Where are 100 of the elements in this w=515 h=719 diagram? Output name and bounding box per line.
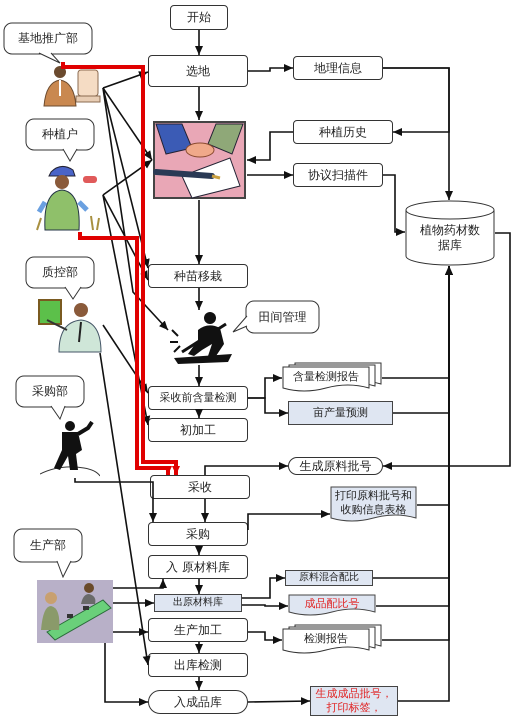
document-shape [330,486,417,524]
arrow [78,232,172,475]
process-box [293,56,383,80]
node-label: 打印原料批号和收购信息表格 [334,489,413,516]
arrow [102,159,152,196]
node-label: 采购 [186,526,210,542]
arrow [195,30,203,55]
arrow [102,88,153,160]
node-label: 出原材料库 [173,596,223,610]
arrow [102,71,148,89]
node-label: 入 原材料库 [166,560,230,574]
node-label: 地理信息 [314,60,362,76]
arrow [247,510,330,530]
person-silhouette-drawing [40,420,100,478]
arrow [248,64,293,72]
arrow [242,602,288,610]
arrow [195,200,203,264]
node-label: 含量检测报告 [293,370,359,384]
speech-bubble [25,256,95,300]
arrow [204,462,288,475]
arrow [74,478,157,522]
node-label: 基地推广部 [18,31,78,46]
node-label: 种苗移栽 [174,268,222,284]
node-label: 质控部 [42,265,78,280]
arrow [99,352,151,666]
arrow [102,88,150,268]
node-label: 选地 [186,64,210,78]
arrow [195,365,203,386]
arrow [242,574,285,599]
arrow [195,642,203,653]
speech-bubble [15,375,85,420]
node-label: 生成原料批号 [300,458,372,474]
arrow [113,628,148,636]
presenter-drawing [35,298,103,353]
arrow [383,174,405,236]
arrow [102,194,150,426]
arrow [248,397,288,417]
process-box [170,5,228,30]
arrow [102,324,149,394]
multi-document-shape [282,624,382,656]
speech-bubble [25,118,95,162]
data-box [310,686,398,716]
node-label: 植物药材数据库 [419,223,481,253]
node-label: 生产部 [30,538,66,553]
process-box [150,475,250,499]
node-label: 入成品库 [174,694,222,710]
speech-bubble [3,22,93,64]
data-box [285,570,373,586]
arrow [195,677,203,690]
arrow [113,599,154,607]
process-box [148,55,248,87]
process-box [148,653,248,677]
speech-bubble [13,528,83,578]
process-box [148,264,248,288]
data-box [154,594,242,612]
terminal-box [148,690,248,714]
node-label: 采收 [188,480,212,494]
node-label: 采收前含量检测 [160,391,236,405]
node-label: 生成成品批号，打印标签， [315,687,393,715]
multi-document-shape [282,362,382,394]
process-box [148,522,248,546]
terminal-box [288,457,383,475]
data-box [288,401,393,425]
arrow [248,697,310,706]
node-label: 协议扫描件 [308,168,368,182]
node-label: 田间管理 [258,310,306,324]
node-label: 种植历史 [319,124,367,140]
arrow [113,579,167,589]
process-box [148,386,248,410]
arrow [383,67,450,136]
node-label: 亩产量预测 [313,406,368,420]
arrow [104,643,148,706]
arrow [102,194,149,280]
node-label: 初加工 [180,422,216,438]
speech-bubble [232,300,320,336]
arrow [195,409,203,418]
node-label: 生产加工 [174,622,222,638]
node-label: 成品配比号 [304,597,360,611]
node-label: 开始 [187,10,211,25]
arrow [195,87,203,120]
document-shape [288,594,376,618]
arrow [248,631,282,644]
arrow [398,266,453,702]
arrow [247,131,293,164]
process-box [293,120,393,144]
process-box [148,555,248,579]
arrow [383,232,511,470]
arrow [195,546,203,555]
node-label: 出库检测 [174,658,222,672]
process-box [148,418,248,442]
handshake-drawing [152,120,247,200]
arrow [201,499,209,522]
database-cylinder [405,200,495,266]
node-label: 采购部 [32,384,68,399]
arrow [102,88,169,331]
process-box [293,163,383,187]
arrow [195,579,203,594]
node-label: 原料混合配比 [299,572,359,584]
arrow [195,288,203,310]
arrow [61,62,180,475]
